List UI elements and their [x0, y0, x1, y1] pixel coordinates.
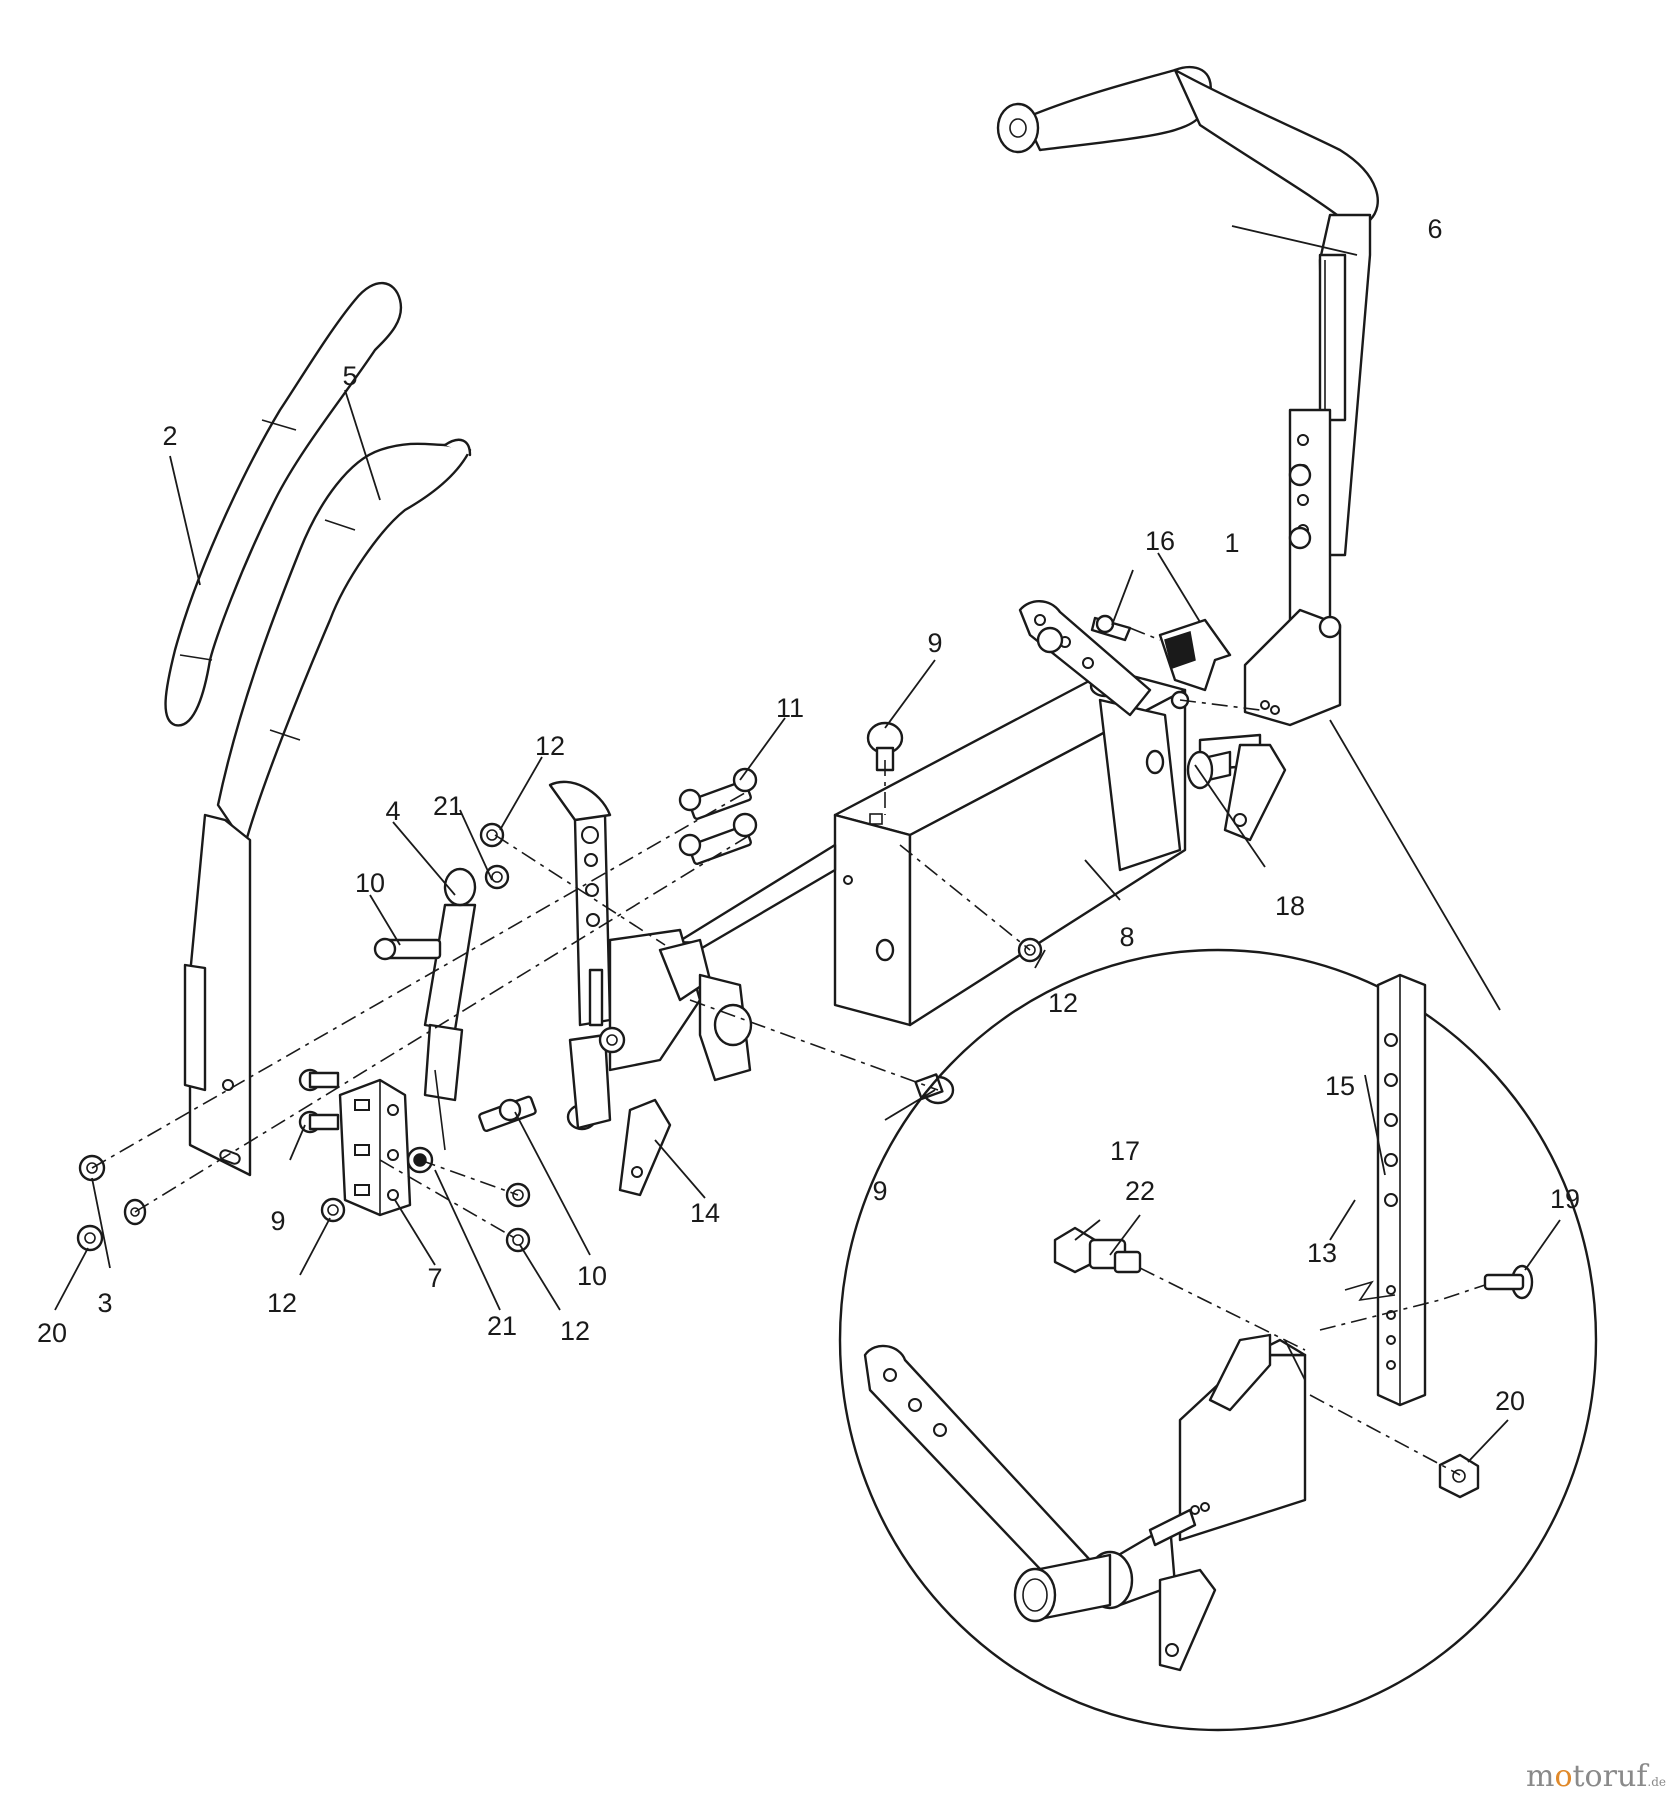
bolt-10-a: [373, 937, 442, 961]
callout-21-bottom: 21: [487, 1311, 517, 1341]
bolt-19: [1483, 1264, 1534, 1300]
callout-21-top: 21: [433, 791, 463, 821]
bolt-11b: [678, 812, 758, 866]
callout-10-right: 10: [577, 1261, 607, 1291]
callout-20-detail: 20: [1495, 1386, 1525, 1416]
watermark-tld: .de: [1647, 1775, 1666, 1789]
callout-12-top: 12: [535, 731, 565, 761]
callout-15: 15: [1325, 1071, 1355, 1101]
detail-view: [838, 719, 1598, 1732]
nut-20-detail: [1438, 1453, 1480, 1499]
callout-18: 18: [1275, 891, 1305, 921]
bolt-11: [678, 767, 758, 821]
mounting-plate-detail: [1178, 1333, 1307, 1542]
callout-labels: 1 2 3 4 5 6 7 8 9 9 9 10 10 11 12 12 12 …: [37, 214, 1580, 1416]
leader-lines: [54, 225, 1561, 1463]
bushing-22: [1088, 1238, 1142, 1274]
callout-22: 22: [1125, 1176, 1155, 1206]
nut-20-b: [76, 1224, 104, 1252]
adjustment-rod: [1376, 973, 1427, 1407]
handle-bar-left: [164, 281, 472, 1177]
bolt-9-d: [298, 1110, 340, 1134]
mounting-plate-top: [1198, 608, 1342, 842]
callout-5: 5: [342, 361, 357, 391]
callout-3: 3: [97, 1288, 112, 1318]
callout-20-left: 20: [37, 1318, 67, 1348]
callout-10-left: 10: [355, 868, 385, 898]
gas-spring: [406, 867, 477, 1174]
site-watermark: motoruf.de: [1526, 1759, 1666, 1794]
callout-8: 8: [1119, 922, 1134, 952]
crossbar: [663, 668, 1187, 1027]
callout-19: 19: [1550, 1184, 1580, 1214]
watermark-o: o: [1554, 1759, 1573, 1794]
bolt-9-c: [298, 1068, 340, 1092]
callout-11: 11: [776, 693, 804, 723]
callout-16: 16: [1145, 526, 1175, 556]
callout-13: 13: [1307, 1238, 1337, 1268]
callout-12-right: 12: [1048, 988, 1078, 1018]
callout-9-left: 9: [270, 1206, 285, 1236]
detail-hardware: [1053, 1226, 1534, 1499]
handle-bar-right: [996, 65, 1379, 652]
watermark-suffix: toruf: [1572, 1759, 1648, 1794]
switch-bracket: [1090, 614, 1232, 710]
nut-12-c: [320, 1197, 346, 1223]
pivot-assembly-left: [548, 780, 753, 1197]
nut-21-a: [484, 864, 510, 890]
callout-17: 17: [1110, 1136, 1140, 1166]
callout-12-bottom: 12: [560, 1316, 590, 1346]
callout-9-top: 9: [927, 628, 942, 658]
hardware-left: [76, 721, 1043, 1253]
callout-14: 14: [690, 1198, 720, 1228]
watermark-prefix: m: [1525, 1759, 1555, 1794]
carriage-bolt-9-a: [866, 721, 904, 772]
pivot-arm-detail: [863, 1344, 1217, 1672]
nut-12-e: [505, 1227, 531, 1253]
callout-7: 7: [427, 1263, 442, 1293]
bolt-10-b: [478, 1095, 537, 1133]
callout-4: 4: [385, 796, 400, 826]
callout-2: 2: [162, 421, 177, 451]
callout-9-bottom: 9: [872, 1176, 887, 1206]
pivot-arm-right: [1018, 600, 1232, 790]
callout-12-left: 12: [267, 1288, 297, 1318]
nut-12-a: [479, 822, 505, 848]
callout-6: 6: [1427, 214, 1442, 244]
callout-1: 1: [1224, 528, 1239, 558]
bracket-plate: [338, 1078, 412, 1217]
